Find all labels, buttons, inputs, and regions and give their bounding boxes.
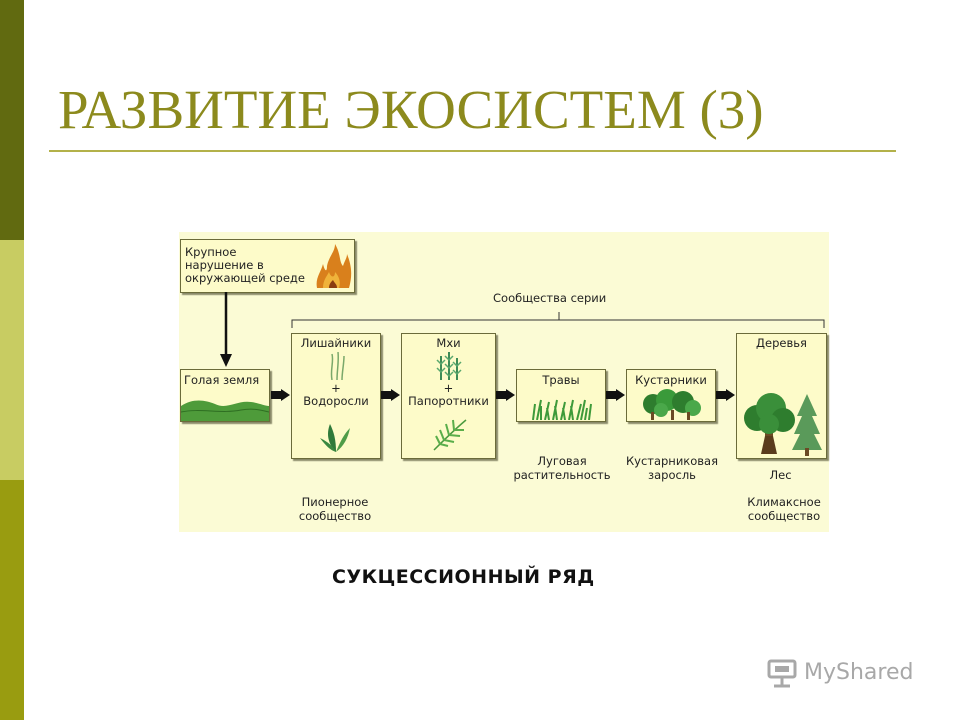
grasses-label: Травы <box>542 373 580 387</box>
algae-label: Водоросли <box>303 394 369 408</box>
shrub-icon <box>643 389 701 420</box>
trees-label: Деревья <box>756 336 807 350</box>
arrow-to-mosses <box>381 389 400 401</box>
grasses-box: Травы <box>516 369 606 422</box>
arrow-to-lichens <box>271 389 290 401</box>
lichens-plus: + <box>331 381 341 395</box>
caption-meadow-1: Луговая <box>537 454 587 468</box>
caption-thicket-1: Кустарниковая <box>625 454 719 468</box>
bare-ground-box: Голая земля <box>180 369 270 422</box>
disturbance-line-3: окружающей среде <box>185 271 305 285</box>
slide-title: РАЗВИТИЕ ЭКОСИСТЕМ (3) <box>58 79 764 140</box>
mosses-label: Мхи <box>436 336 461 350</box>
lichen-icon <box>330 352 345 380</box>
arrow-to-grasses <box>496 389 515 401</box>
arrow-to-shrubs <box>606 389 625 401</box>
lichens-box: Лишайники + Водоросли <box>291 333 381 459</box>
sidebar-strip-mid <box>0 480 24 720</box>
series-bracket <box>291 312 825 328</box>
caption-climax-2: сообщество <box>747 509 821 523</box>
arrow-to-trees <box>716 389 735 401</box>
sidebar-strip-dark <box>0 0 24 240</box>
shrubs-box: Кустарники <box>626 369 716 422</box>
watermark-text: MyShared <box>804 660 914 685</box>
disturbance-box: Крупное нарушение в окружающей среде <box>180 239 355 293</box>
trees-box: Деревья <box>736 333 827 459</box>
moss-icon <box>436 352 462 380</box>
title-divider <box>49 150 896 152</box>
caption-meadow-2: растительность <box>513 468 611 482</box>
series-label: Сообщества серии <box>493 291 607 305</box>
down-arrow <box>220 292 232 367</box>
caption-pioneer-2: сообщество <box>298 509 372 523</box>
ferns-label: Папоротники <box>408 394 489 408</box>
mosses-plus: + <box>443 381 454 395</box>
disturbance-line-1: Крупное <box>185 245 237 259</box>
fire-icon <box>316 244 352 288</box>
caption-climax-1: Климаксное <box>747 495 821 509</box>
ground-icon <box>181 400 269 421</box>
mosses-box: Мхи + Папоротники <box>401 333 496 459</box>
fern-icon <box>433 419 467 451</box>
caption-forest: Лес <box>769 468 792 482</box>
algae-icon <box>320 424 350 452</box>
grass-icon <box>532 399 592 420</box>
disturbance-line-2: нарушение в <box>185 258 264 272</box>
sidebar-strip-light <box>0 240 24 480</box>
caption-pioneer-1: Пионерное <box>301 495 369 509</box>
bare-ground-label: Голая земля <box>184 373 260 387</box>
caption-thicket-2: заросль <box>648 468 696 482</box>
presentation-icon <box>767 659 797 688</box>
lichens-label: Лишайники <box>300 336 372 350</box>
shrubs-label: Кустарники <box>635 373 707 387</box>
tree-icon <box>744 393 822 456</box>
slide-subtitle: СУКЦЕССИОННЫЙ РЯД <box>332 566 595 588</box>
